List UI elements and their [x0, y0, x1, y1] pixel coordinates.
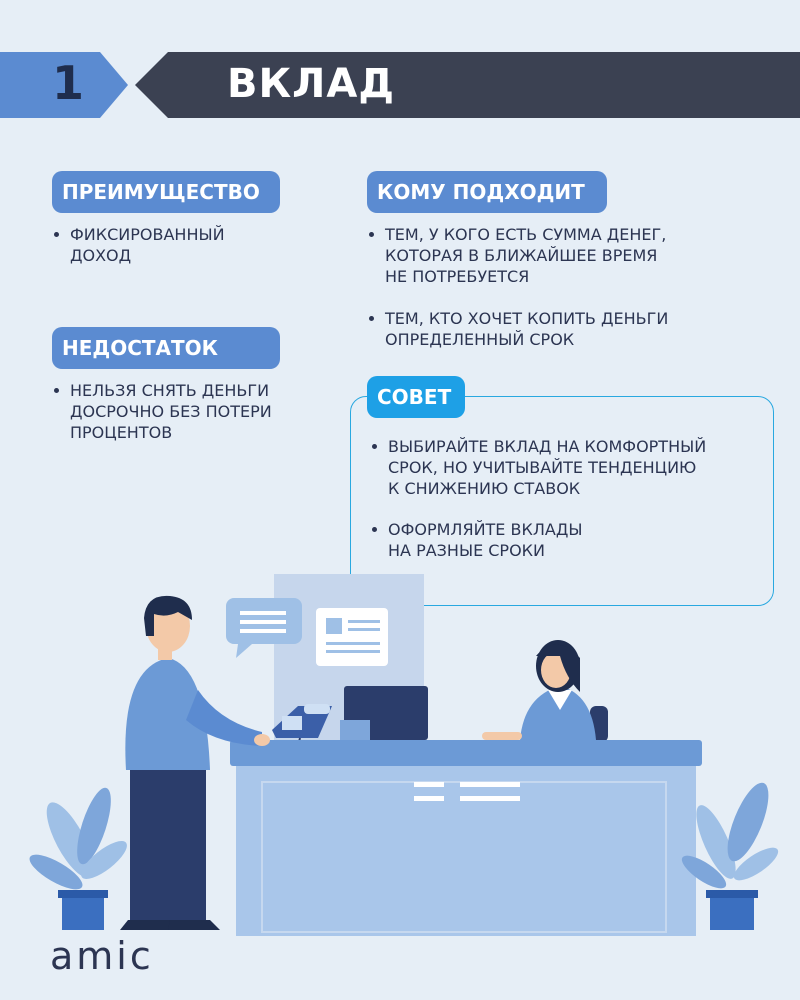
list-item: ФИКСИРОВАННЫЙ ДОХОД — [52, 224, 332, 266]
advice-box — [350, 396, 774, 606]
advice-list: ВЫБИРАЙТЕ ВКЛАД НА КОМФОРТНЫЙ СРОК, НО У… — [370, 436, 770, 561]
disadvantage-badge: НЕДОСТАТОК — [52, 327, 280, 369]
clerk-figure — [482, 640, 608, 742]
plant-icon — [29, 787, 127, 930]
list-item: НЕЛЬЗЯ СНЯТЬ ДЕНЬГИ ДОСРОЧНО БЕЗ ПОТЕРИ … — [52, 380, 342, 443]
advantage-badge: ПРЕИМУЩЕСТВО — [52, 171, 280, 213]
header-title: ВКЛАД — [227, 61, 395, 107]
customer-figure — [120, 595, 270, 930]
header-title-bar: ВКЛАД — [135, 52, 800, 118]
disadvantage-list: НЕЛЬЗЯ СНЯТЬ ДЕНЬГИ ДОСРОЧНО БЕЗ ПОТЕРИ … — [52, 380, 342, 443]
document-card-icon — [316, 608, 388, 666]
advantage-list: ФИКСИРОВАННЫЙ ДОХОД — [52, 224, 332, 266]
plant-icon — [681, 782, 779, 930]
advice-badge: СОВЕТ — [367, 376, 465, 418]
list-item: ОФОРМЛЯЙТЕ ВКЛАДЫ НА РАЗНЫЕ СРОКИ — [370, 519, 770, 561]
list-item: ТЕМ, КТО ХОЧЕТ КОПИТЬ ДЕНЬГИ ОПРЕДЕЛЕННЫ… — [367, 308, 787, 350]
advantage-title: ПРЕИМУЩЕСТВО — [62, 180, 260, 204]
amic-logo: amic — [50, 934, 154, 978]
service-counter — [230, 740, 702, 936]
suits-badge: КОМУ ПОДХОДИТ — [367, 171, 607, 213]
header-number: 1 — [52, 56, 85, 110]
suits-title: КОМУ ПОДХОДИТ — [377, 180, 585, 204]
advice-title: СОВЕТ — [377, 385, 452, 409]
suits-list: ТЕМ, У КОГО ЕСТЬ СУММА ДЕНЕГ, КОТОРАЯ В … — [367, 224, 787, 350]
header-number-badge: 1 — [0, 52, 128, 118]
disadvantage-title: НЕДОСТАТОК — [62, 336, 219, 360]
speech-bubble-icon — [226, 598, 302, 658]
list-item: ТЕМ, У КОГО ЕСТЬ СУММА ДЕНЕГ, КОТОРАЯ В … — [367, 224, 787, 287]
list-item: ВЫБИРАЙТЕ ВКЛАД НА КОМФОРТНЫЙ СРОК, НО У… — [370, 436, 770, 499]
bank-counter-illustration — [29, 574, 779, 936]
